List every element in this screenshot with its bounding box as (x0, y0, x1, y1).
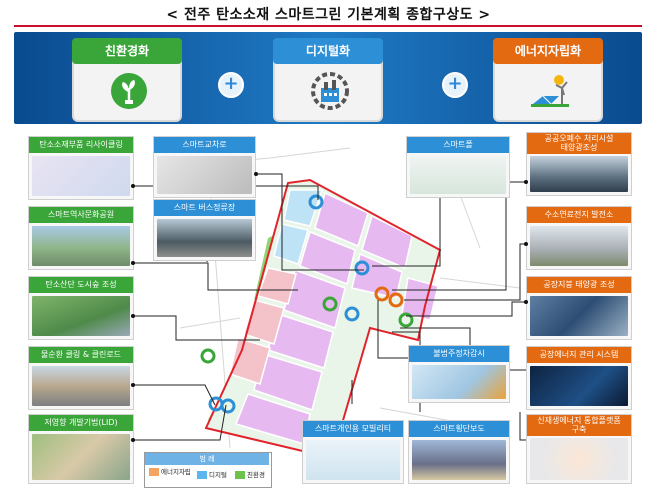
card-smart-intersection: 스마트교차로 (153, 136, 256, 198)
connector-dot (131, 438, 135, 442)
pillar-digital-label: 디지털화 (273, 38, 383, 64)
card-label: 신재생에너지 통합플랫폼 구축 (527, 415, 631, 436)
mobility-image (306, 440, 400, 480)
plus-icon: + (218, 72, 244, 98)
card-label: 스마트 버스정류장 (154, 200, 255, 216)
card-label: 스마트개인용 모빌리티 (303, 421, 403, 437)
card-wastewater-solar: 공공오폐수 처리시설 태양광조성 (526, 132, 632, 196)
project-boundary (204, 178, 442, 458)
connector-dot (524, 180, 528, 184)
legend-swatch (149, 468, 159, 476)
platform-diagram-image (530, 438, 628, 480)
fuel-cell-plant-photo (530, 226, 628, 266)
pillar-energy: 에너지자립화 (493, 38, 603, 122)
card-renewable-platform: 신재생에너지 통합플랫폼 구축 (526, 414, 632, 484)
card-cooling-cleanroad: 물순환 쿨링 & 클린로드 (28, 346, 134, 410)
site-master-plan-map (150, 128, 530, 458)
connector-dot (131, 383, 135, 387)
map-legend: 범 례 에너지자립 디지털 친환경 (144, 452, 272, 488)
card-label: 공공오폐수 처리시설 태양광조성 (527, 133, 631, 154)
lid-photo (32, 434, 130, 480)
card-label: 저영향 개발기법(LID) (29, 415, 133, 431)
title-divider (14, 25, 642, 27)
parking-monitor-image (412, 365, 506, 399)
energy-dashboard-image (530, 366, 628, 406)
card-label: 스마트폴 (407, 137, 509, 153)
pillar-energy-label: 에너지자립화 (493, 38, 603, 64)
intersection-render-image (157, 156, 252, 194)
connector-dot (254, 172, 258, 176)
card-label: 스마트횡단보도 (409, 421, 509, 437)
card-label: 공장에너지 관리 시스템 (527, 347, 631, 363)
connector-dot (524, 242, 528, 246)
smart-factory-icon (311, 72, 349, 110)
card-label: 탄소산단 도시숲 조성 (29, 277, 133, 293)
connector-dot (524, 300, 528, 304)
recycling-diagram-image (32, 156, 130, 196)
connector-dot (131, 261, 135, 265)
legend-item-digital: 디지털 (197, 471, 235, 487)
page-title: < 전주 탄소소재 스마트그린 기본계획 종합구상도 > (166, 7, 491, 23)
legend-item-eco: 친환경 (235, 471, 271, 487)
plant-bulb-icon (111, 73, 147, 109)
rooftop-solar-photo (530, 296, 628, 336)
card-label: 스마트교차로 (154, 137, 255, 153)
card-label: 불법주정차감시 (409, 346, 509, 362)
legend-label: 친환경 (247, 471, 265, 479)
connector-dot (131, 314, 135, 318)
pillar-eco-label: 친환경화 (72, 38, 182, 64)
solar-facility-photo (530, 156, 628, 192)
legend-label: 디지털 (209, 471, 227, 479)
card-history-park: 스마트역사문화공원 (28, 206, 134, 270)
card-smart-pole: 스마트폴 (406, 136, 510, 198)
card-label: 수소연료전지 발전소 (527, 207, 631, 223)
card-label: 물순환 쿨링 & 클린로드 (29, 347, 133, 363)
card-personal-mobility: 스마트개인용 모빌리티 (302, 420, 404, 484)
legend-swatch (235, 471, 245, 479)
card-hydrogen-fuel-cell: 수소연료전지 발전소 (526, 206, 632, 270)
card-label: 공장지붕 태양광 조성 (527, 277, 631, 293)
card-smart-bus-stop: 스마트 버스정류장 (153, 199, 256, 261)
legend-title: 범 례 (145, 453, 269, 465)
urban-forest-photo (32, 296, 130, 336)
bus-stop-photo (157, 219, 252, 257)
card-carbon-recycling: 탄소소재부품 리사이클링 (28, 136, 134, 200)
card-illegal-parking: 불법주정차감시 (408, 345, 510, 403)
plus-icon: + (442, 72, 468, 98)
solar-wind-icon (531, 75, 569, 107)
smart-pole-image (410, 156, 506, 194)
card-factory-ems: 공장에너지 관리 시스템 (526, 346, 632, 410)
pillar-digital: 디지털화 (273, 38, 383, 122)
connector-dot (131, 184, 135, 188)
park-photo (32, 226, 130, 266)
legend-item-energy: 에너지자립 (149, 468, 193, 484)
pillar-eco: 친환경화 (72, 38, 182, 122)
card-rooftop-solar: 공장지붕 태양광 조성 (526, 276, 632, 340)
legend-label: 에너지자립 (161, 468, 191, 476)
card-label: 스마트역사문화공원 (29, 207, 133, 223)
card-urban-forest: 탄소산단 도시숲 조성 (28, 276, 134, 340)
crosswalk-image (412, 440, 506, 480)
legend-swatch (197, 471, 207, 479)
cleanroad-photo (32, 366, 130, 406)
card-smart-crosswalk: 스마트횡단보도 (408, 420, 510, 484)
card-lid: 저영향 개발기법(LID) (28, 414, 134, 484)
card-label: 탄소소재부품 리사이클링 (29, 137, 133, 153)
